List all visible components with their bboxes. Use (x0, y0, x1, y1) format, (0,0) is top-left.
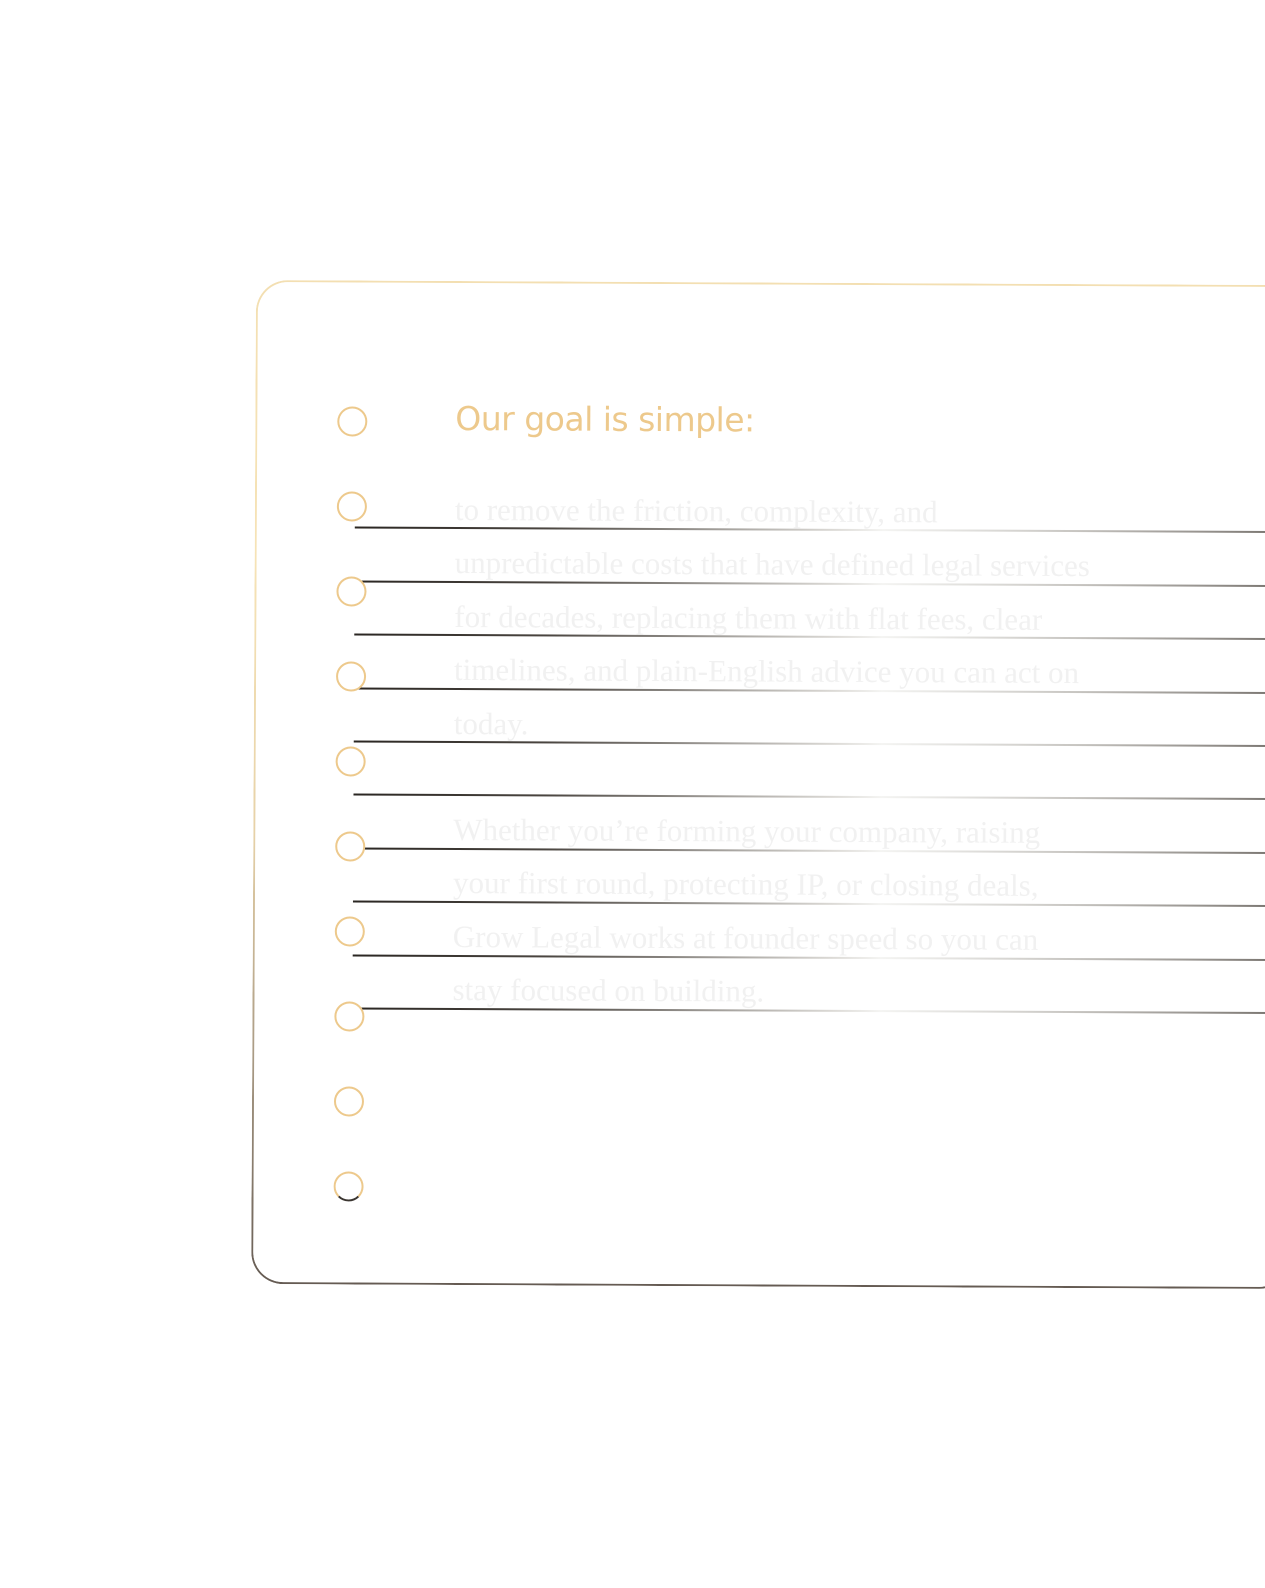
mission-paragraph: to remove the friction, complexity, and … (453, 491, 1090, 741)
ring-hole-icon (335, 746, 366, 777)
founder-paragraph: Whether you’re forming your company, rai… (452, 811, 1041, 1009)
ring-hole-icon (333, 1086, 365, 1117)
ring-hole-icon (335, 831, 366, 862)
ring-hole-icon (336, 576, 367, 607)
ring-hole-icon (334, 1001, 365, 1032)
ring-hole-icon (337, 406, 368, 437)
ring-hole-icon (335, 661, 367, 692)
notebook-card: Our goal is simple: to remove the fricti… (251, 280, 1265, 1290)
ruled-line (353, 793, 1265, 801)
notebook-paper: Our goal is simple: to remove the fricti… (253, 282, 1265, 1288)
ring-hole-icon (336, 491, 367, 522)
section-heading: Our goal is simple: (455, 398, 755, 440)
ring-hole-icon (334, 916, 365, 947)
ring-hole-icon (333, 1171, 364, 1202)
